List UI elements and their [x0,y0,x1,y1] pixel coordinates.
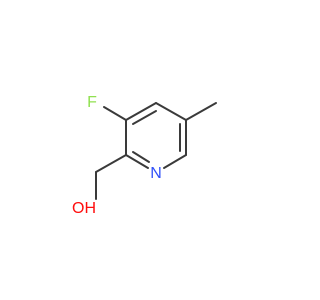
bond-c6-n1 [163,154,187,169]
bond-n1-c2 [125,154,149,169]
hydroxyl-label: OH [72,200,96,217]
bonds [95,102,217,200]
molecule-structure: F N OH [72,94,217,217]
bond-n1-c2-double [132,151,150,163]
bond-c4-c5 [155,102,187,121]
bond-c3-c4 [125,102,157,121]
bond-c3-f [103,106,127,121]
nitrogen-label: N [150,165,162,182]
bond-c2-ch2 [95,154,127,173]
bond-c3-c4-double [132,110,157,125]
structure-canvas: F N OH [72,94,217,217]
fluorine-label: F [87,94,97,111]
bond-c5-methyl [185,102,217,121]
